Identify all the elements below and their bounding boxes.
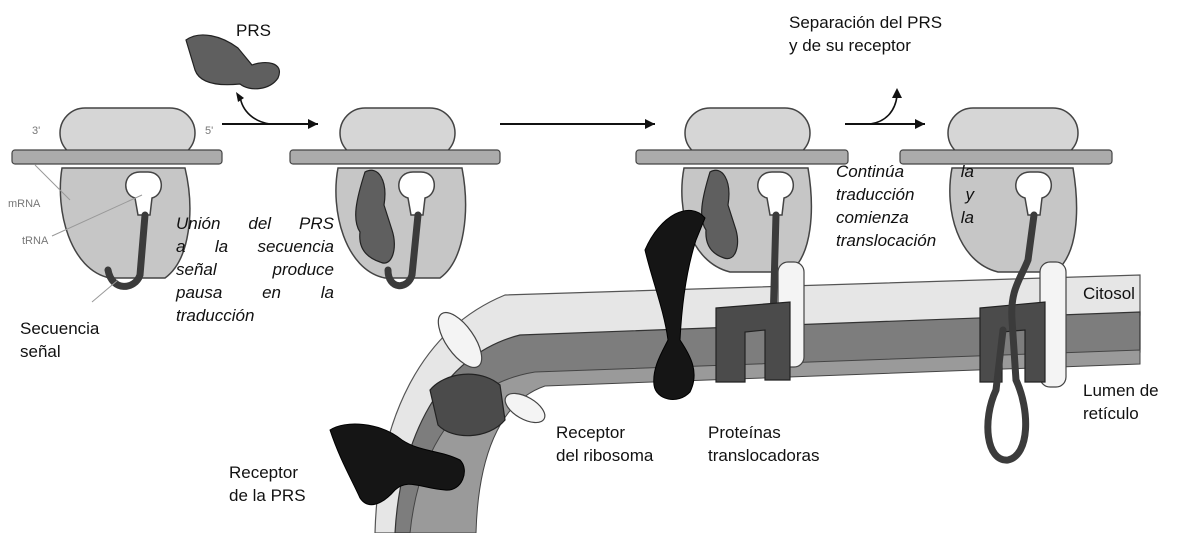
translocator-label-2: translocadoras (708, 445, 820, 466)
separation-label-2: y de su receptor (789, 35, 911, 56)
srp-binding-line-1: Unión del PRS (176, 213, 334, 235)
mrna-strand-3 (636, 150, 848, 164)
prs-receptor-label-2: de la PRS (229, 485, 306, 506)
continues-line-3: comienza la (836, 207, 974, 229)
trna-label: tRNA (22, 235, 48, 247)
continues-line-2: traducción y (836, 184, 974, 206)
er-lumen-label-2: retículo (1083, 403, 1139, 424)
signal-pointer (92, 280, 118, 302)
arrow-stage-1-to-2 (222, 92, 318, 129)
mrna-strand-2 (290, 150, 500, 164)
signal-sequence-label-2: señal (20, 341, 61, 362)
srp-binding-line-5: traducción (176, 305, 254, 326)
separation-label-1: Separación del PRS (789, 12, 942, 33)
signal-sequence-label-1: Secuencia (20, 318, 99, 339)
prs-label: PRS (236, 20, 271, 41)
prs-receptor-label-1: Receptor (229, 462, 298, 483)
srp-binding-line-3: señal produce (176, 259, 334, 281)
er-lumen-label-1: Lumen de (1083, 380, 1159, 401)
arrow-stage-3-to-4 (845, 88, 925, 129)
five-prime-label: 5' (205, 125, 213, 137)
srp-binding-line-4: pausa en la (176, 282, 334, 304)
translocator-left (430, 374, 505, 436)
prs-particle (186, 35, 279, 89)
cytosol-label: Citosol (1083, 283, 1135, 304)
continues-line-4: translocación (836, 230, 936, 251)
translocator-label-1: Proteínas (708, 422, 781, 443)
continues-line-1: Continúa la (836, 161, 974, 183)
mrna-label: mRNA (8, 198, 40, 210)
ribosome-receptor-label-1: Receptor (556, 422, 625, 443)
arrow-stage-2-to-3 (500, 119, 655, 129)
srp-binding-line-2: a la secuencia (176, 236, 334, 258)
three-prime-label: 3' (32, 125, 40, 137)
mrna-strand (12, 150, 222, 164)
ribosome-receptor-label-2: del ribosoma (556, 445, 653, 466)
